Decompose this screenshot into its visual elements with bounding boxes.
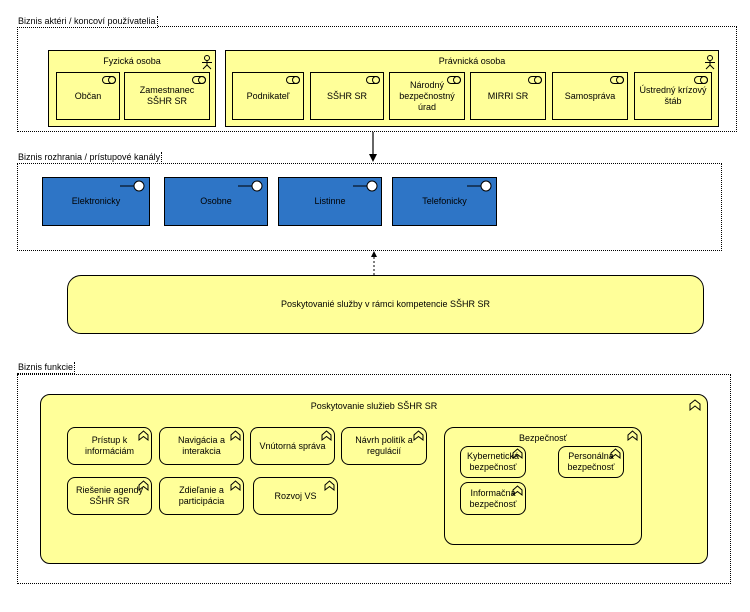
function-rozvoj-vs[interactable]: Rozvoj VS [253, 477, 338, 515]
actors-group [17, 26, 737, 132]
actor-role-label: Občan [74, 90, 102, 101]
interface-label: Listinne [314, 196, 346, 206]
function-icon [512, 448, 523, 460]
arrow-service-to-interfaces [371, 251, 377, 275]
function-navrh-politik[interactable]: Návrh politík a regulácií [341, 427, 427, 465]
interface-label: Osobne [200, 196, 232, 206]
role-icon [610, 76, 624, 84]
actor-role-label: Národný bezpečnostný úrad [399, 79, 455, 112]
role-icon [694, 76, 708, 84]
actor-role-label: Zamestnanec SŠHR SR [139, 85, 195, 106]
function-icon [138, 480, 149, 492]
interface-icon [467, 180, 492, 192]
functions-group [17, 374, 731, 584]
function-label: Rozvoj VS [274, 490, 317, 501]
interface-listinne[interactable]: Listinne [278, 177, 382, 226]
function-riesenie-agendy[interactable]: Riešenie agendy SŠHR SR [67, 477, 152, 515]
actor-role-krizovy-stab[interactable]: Ústredný krízový štáb [634, 72, 712, 120]
function-icon [321, 430, 332, 442]
function-icon [230, 480, 241, 492]
function-icon [610, 448, 621, 460]
physical-person-title: Fyzická osoba [103, 56, 161, 66]
interface-telefonicky[interactable]: Telefonicky [392, 177, 497, 226]
actor-role-mirri[interactable]: MIRRI SR [470, 72, 546, 120]
function-vnutorna-sprava[interactable]: Vnútorná správa [250, 427, 335, 465]
function-icon [627, 430, 638, 442]
function-label: Personálna bezpečnosť [567, 451, 615, 472]
actor-role-label: Ústredný krízový štáb [639, 85, 707, 106]
actor-role-sshr[interactable]: SŠHR SR [310, 72, 384, 120]
role-icon [366, 76, 380, 84]
interface-icon [353, 180, 378, 192]
interface-icon [238, 180, 263, 192]
business-service-label: Poskytovanié služby v rámci kompetencie … [280, 299, 491, 309]
function-informacna-bezpecnost[interactable]: Informačná bezpečnosť [460, 482, 526, 515]
function-label: Návrh politík a regulácií [355, 435, 413, 456]
legal-person-title: Právnická osoba [438, 56, 506, 66]
actor-role-label: SŠHR SR [326, 90, 367, 101]
interface-osobne[interactable]: Osobne [164, 177, 268, 226]
role-icon [528, 76, 542, 84]
function-label: Navigácia a interakcia [177, 435, 226, 456]
actors-group-label: Biznis aktéri / koncoví používatelia [17, 16, 158, 28]
interfaces-group-label: Biznis rozhrania / prístupové kanály [17, 152, 163, 164]
interface-label: Elektronicky [71, 196, 121, 206]
role-icon [192, 76, 206, 84]
function-label: Vnútorná správa [259, 440, 326, 451]
role-icon [286, 76, 300, 84]
function-zdielanie[interactable]: Zdieľanie a participácia [159, 477, 244, 515]
function-label: Zdieľanie a participácia [178, 485, 225, 506]
security-title: Bezpečnosť [519, 433, 567, 443]
function-label: Prístup k informáciám [84, 435, 134, 456]
function-icon [138, 430, 149, 442]
role-icon [447, 76, 461, 84]
function-navigacia[interactable]: Navigácia a interakcia [159, 427, 244, 465]
interface-icon [120, 180, 145, 192]
interfaces-group [17, 163, 722, 251]
actor-icon [705, 55, 715, 70]
function-icon [324, 480, 335, 492]
actor-icon [202, 55, 212, 70]
actor-role-samosprava[interactable]: Samospráva [552, 72, 628, 120]
function-pristup[interactable]: Prístup k informáciám [67, 427, 152, 465]
function-label: Informačná bezpečnosť [469, 487, 517, 509]
actor-role-nbu[interactable]: Národný bezpečnostný úrad [389, 72, 465, 120]
function-icon [512, 485, 523, 497]
functions-group-label: Biznis funkcie [17, 362, 76, 374]
role-icon [102, 76, 116, 84]
actor-role-label: Podnikateľ [246, 90, 290, 101]
function-label: Riešenie agendy SŠHR SR [75, 485, 144, 506]
function-icon [689, 399, 701, 412]
actor-role-label: Samospráva [564, 90, 616, 101]
main-function-title: Poskytovanie služieb SŠHR SR [310, 401, 438, 411]
actor-role-label: MIRRI SR [487, 90, 529, 101]
arrow-actors-to-interfaces [369, 132, 377, 162]
interface-label: Telefonicky [422, 196, 467, 206]
business-service[interactable]: Poskytovanié služby v rámci kompetencie … [67, 275, 704, 334]
interface-elektronicky[interactable]: Elektronicky [42, 177, 150, 226]
function-icon [413, 430, 424, 442]
function-icon [230, 430, 241, 442]
function-label: Kybernetická bezpečnosť [466, 451, 520, 472]
